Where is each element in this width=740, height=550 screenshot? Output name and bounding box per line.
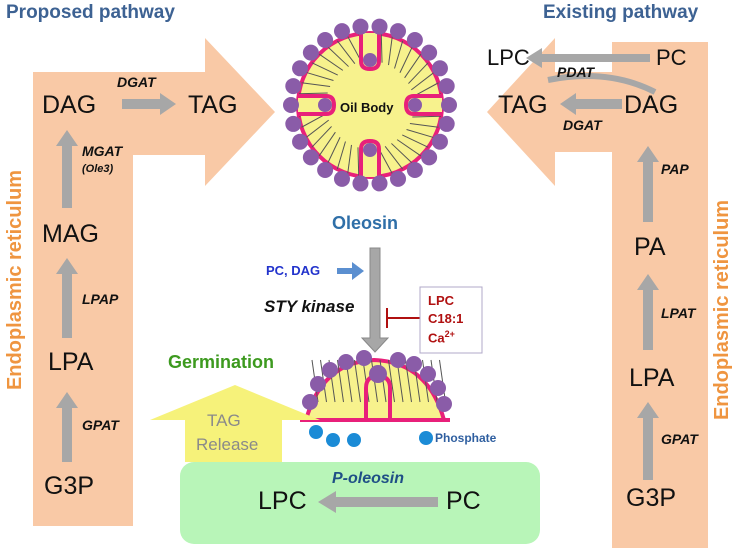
oleosin-down-arrow (360, 247, 390, 353)
activator-arrow (337, 262, 364, 280)
proposed-lpa-label: LPA (48, 348, 94, 376)
pap-label: PAP (661, 161, 689, 177)
existing-lpa-label: LPA (629, 364, 675, 392)
bottom-pc-label: PC (446, 487, 481, 515)
inhibitor-calcium-charge: 2+ (444, 329, 455, 339)
existing-pa-label: PA (634, 233, 666, 261)
tag-release-line1: TAG (207, 411, 241, 430)
existing-g3p-label: G3P (626, 484, 677, 512)
er-left-shape (33, 38, 275, 526)
inhibitor-calcium-text: Ca (428, 330, 445, 346)
proposed-tag-label: TAG (188, 91, 238, 119)
lpat-label: LPAT (661, 305, 696, 321)
lpap-label: LPAP (82, 291, 119, 307)
bottom-lpc-label: LPC (258, 487, 307, 515)
mgat-note-label: (Ole3) (82, 163, 114, 175)
existing-dgat-label: DGAT (563, 117, 602, 133)
inhibitor-box (419, 286, 483, 354)
phosphorylated-oil-body (300, 350, 452, 422)
inhibitor-lpc: LPC (428, 293, 454, 308)
oleosin-label: Oleosin (332, 213, 399, 233)
germination-label: Germination (168, 352, 275, 372)
p-oleosin-label: P-oleosin (332, 470, 405, 487)
g3p-to-lpa-arrow-right (637, 402, 659, 480)
oil-body (283, 18, 457, 192)
phosphate-groups (309, 425, 433, 447)
inhibitor-calcium: Ca2+ (428, 329, 455, 346)
proposed-dgat-label: DGAT (117, 74, 156, 90)
pdat-curve-arrow (547, 73, 657, 95)
dag-to-tag-arrow-right (560, 93, 622, 115)
proposed-pathway-title: Proposed pathway (6, 2, 175, 23)
lpa-to-pa-arrow (637, 274, 659, 350)
tag-release-arrow (150, 385, 320, 462)
proposed-g3p-label: G3P (44, 472, 95, 500)
existing-gpat-label: GPAT (661, 431, 698, 447)
g3p-to-lpa-arrow (56, 392, 78, 462)
existing-dag-label: DAG (624, 91, 679, 119)
lpa-to-mag-arrow (56, 258, 78, 338)
existing-pathway-title: Existing pathway (543, 2, 699, 23)
er-label-right: Endoplasmic reticulum (711, 199, 733, 421)
existing-pc-label: PC (656, 45, 687, 70)
mag-to-dag-arrow (56, 130, 78, 208)
er-label-left: Endoplasmic reticulum (4, 169, 26, 391)
pc-to-lpc-arrow-bottom (318, 491, 438, 513)
mgat-label: MGAT (82, 143, 123, 159)
inhibitor-c18: C18:1 (428, 311, 464, 326)
phosphate-label: Phosphate (435, 431, 497, 445)
pdat-label: PDAT (557, 64, 595, 80)
pa-to-dag-arrow (637, 146, 659, 222)
tag-release-line2: Release (196, 435, 259, 454)
dag-to-tag-arrow (122, 93, 176, 115)
proposed-mag-label: MAG (42, 220, 99, 248)
proposed-gpat-label: GPAT (82, 417, 119, 433)
existing-lpc-label: LPC (487, 45, 530, 70)
sty-kinase-label: STY kinase (264, 297, 355, 316)
oil-body-label: Oil Body (340, 100, 394, 115)
existing-tag-label: TAG (498, 91, 548, 119)
proposed-dag-label: DAG (42, 91, 97, 119)
activators-label: PC, DAG (266, 263, 321, 278)
pc-to-lpc-arrow (526, 48, 650, 68)
